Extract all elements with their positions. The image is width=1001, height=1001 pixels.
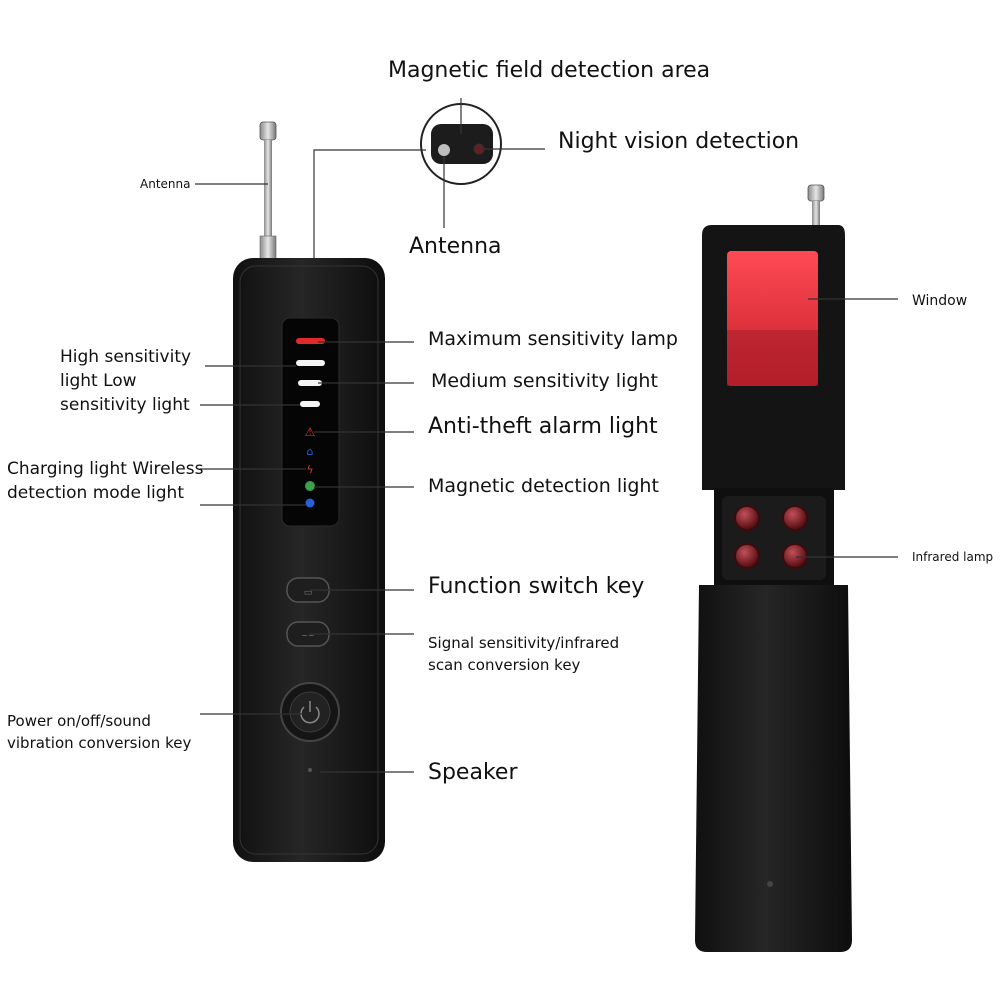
label-window: Window	[912, 293, 968, 309]
max-sensitivity-lamp	[296, 338, 325, 344]
label-function-key: Function switch key	[428, 574, 645, 599]
label-signal-line1: Signal sensitivity/infrared	[428, 634, 620, 652]
label-power-line2: vibration conversion key	[7, 734, 192, 752]
signal-key-icon: ~~	[301, 631, 314, 640]
magnetic-sensor	[438, 144, 450, 156]
label-speaker: Speaker	[428, 760, 518, 785]
label-signal-line2: scan conversion key	[428, 656, 581, 674]
indicator-panel	[281, 317, 340, 527]
right-antenna-tip	[807, 184, 825, 202]
infrared-led-4	[782, 543, 808, 569]
wireless-icon	[305, 498, 315, 508]
label-charging-line2: detection mode light	[7, 483, 184, 503]
label-antenna-left: Antenna	[140, 177, 191, 191]
label-medium-sensitivity: Medium sensitivity light	[431, 370, 658, 392]
label-power-line1: Power on/off/sound	[7, 712, 151, 730]
label-power-key: Power on/off/sound vibration conversion …	[7, 710, 191, 754]
leader-lines	[195, 98, 898, 773]
infrared-led-3	[734, 543, 760, 569]
right-device-body	[695, 585, 852, 952]
low-sensitivity-lamp	[300, 401, 320, 407]
alarm-icon: ⚠	[305, 425, 316, 439]
infrared-led-1	[734, 505, 760, 531]
label-night-vision: Night vision detection	[558, 129, 800, 154]
magnetic-icon	[305, 481, 315, 491]
bolt-icon: ϟ	[306, 463, 313, 476]
label-magnetic-light: Magnetic detection light	[428, 475, 659, 497]
label-high-low-line2: light Low	[60, 371, 137, 391]
left-device-body	[233, 258, 385, 862]
medium-sensitivity-lamp	[298, 380, 322, 386]
label-magnetic-area: Magnetic field detection area	[388, 58, 711, 83]
label-high-low-line3: sensitivity light	[60, 395, 190, 415]
speaker-hole	[308, 768, 312, 772]
label-charging-line1: Charging light Wireless	[7, 459, 204, 479]
left-antenna-tip	[259, 121, 277, 141]
high-sensitivity-lamp	[296, 360, 325, 366]
charging-icon: ⌂	[307, 445, 314, 458]
label-anti-theft: Anti-theft alarm light	[428, 414, 658, 439]
right-speaker-hole	[767, 881, 773, 887]
label-max-sensitivity: Maximum sensitivity lamp	[428, 328, 678, 350]
left-antenna-rod	[264, 140, 272, 236]
infrared-led-2	[782, 505, 808, 531]
power-icon	[300, 706, 320, 724]
right-device	[695, 184, 852, 952]
right-antenna-rod	[812, 201, 820, 225]
function-key-icon: ▭	[304, 588, 313, 598]
label-charging-wireless: Charging light Wireless detection mode l…	[7, 457, 203, 505]
label-high-low-sensitivity: High sensitivity light Low sensitivity l…	[60, 345, 191, 417]
left-antenna-base	[259, 235, 277, 261]
top-detail-inset	[420, 103, 502, 185]
label-infrared-lamp: Infrared lamp	[912, 550, 994, 564]
label-antenna-top: Antenna	[409, 234, 502, 259]
label-signal-key: Signal sensitivity/infrared scan convers…	[428, 632, 619, 676]
label-high-low-line1: High sensitivity	[60, 347, 192, 367]
left-device: ⚠ ⌂ ϟ ▭ ~~	[233, 121, 385, 862]
